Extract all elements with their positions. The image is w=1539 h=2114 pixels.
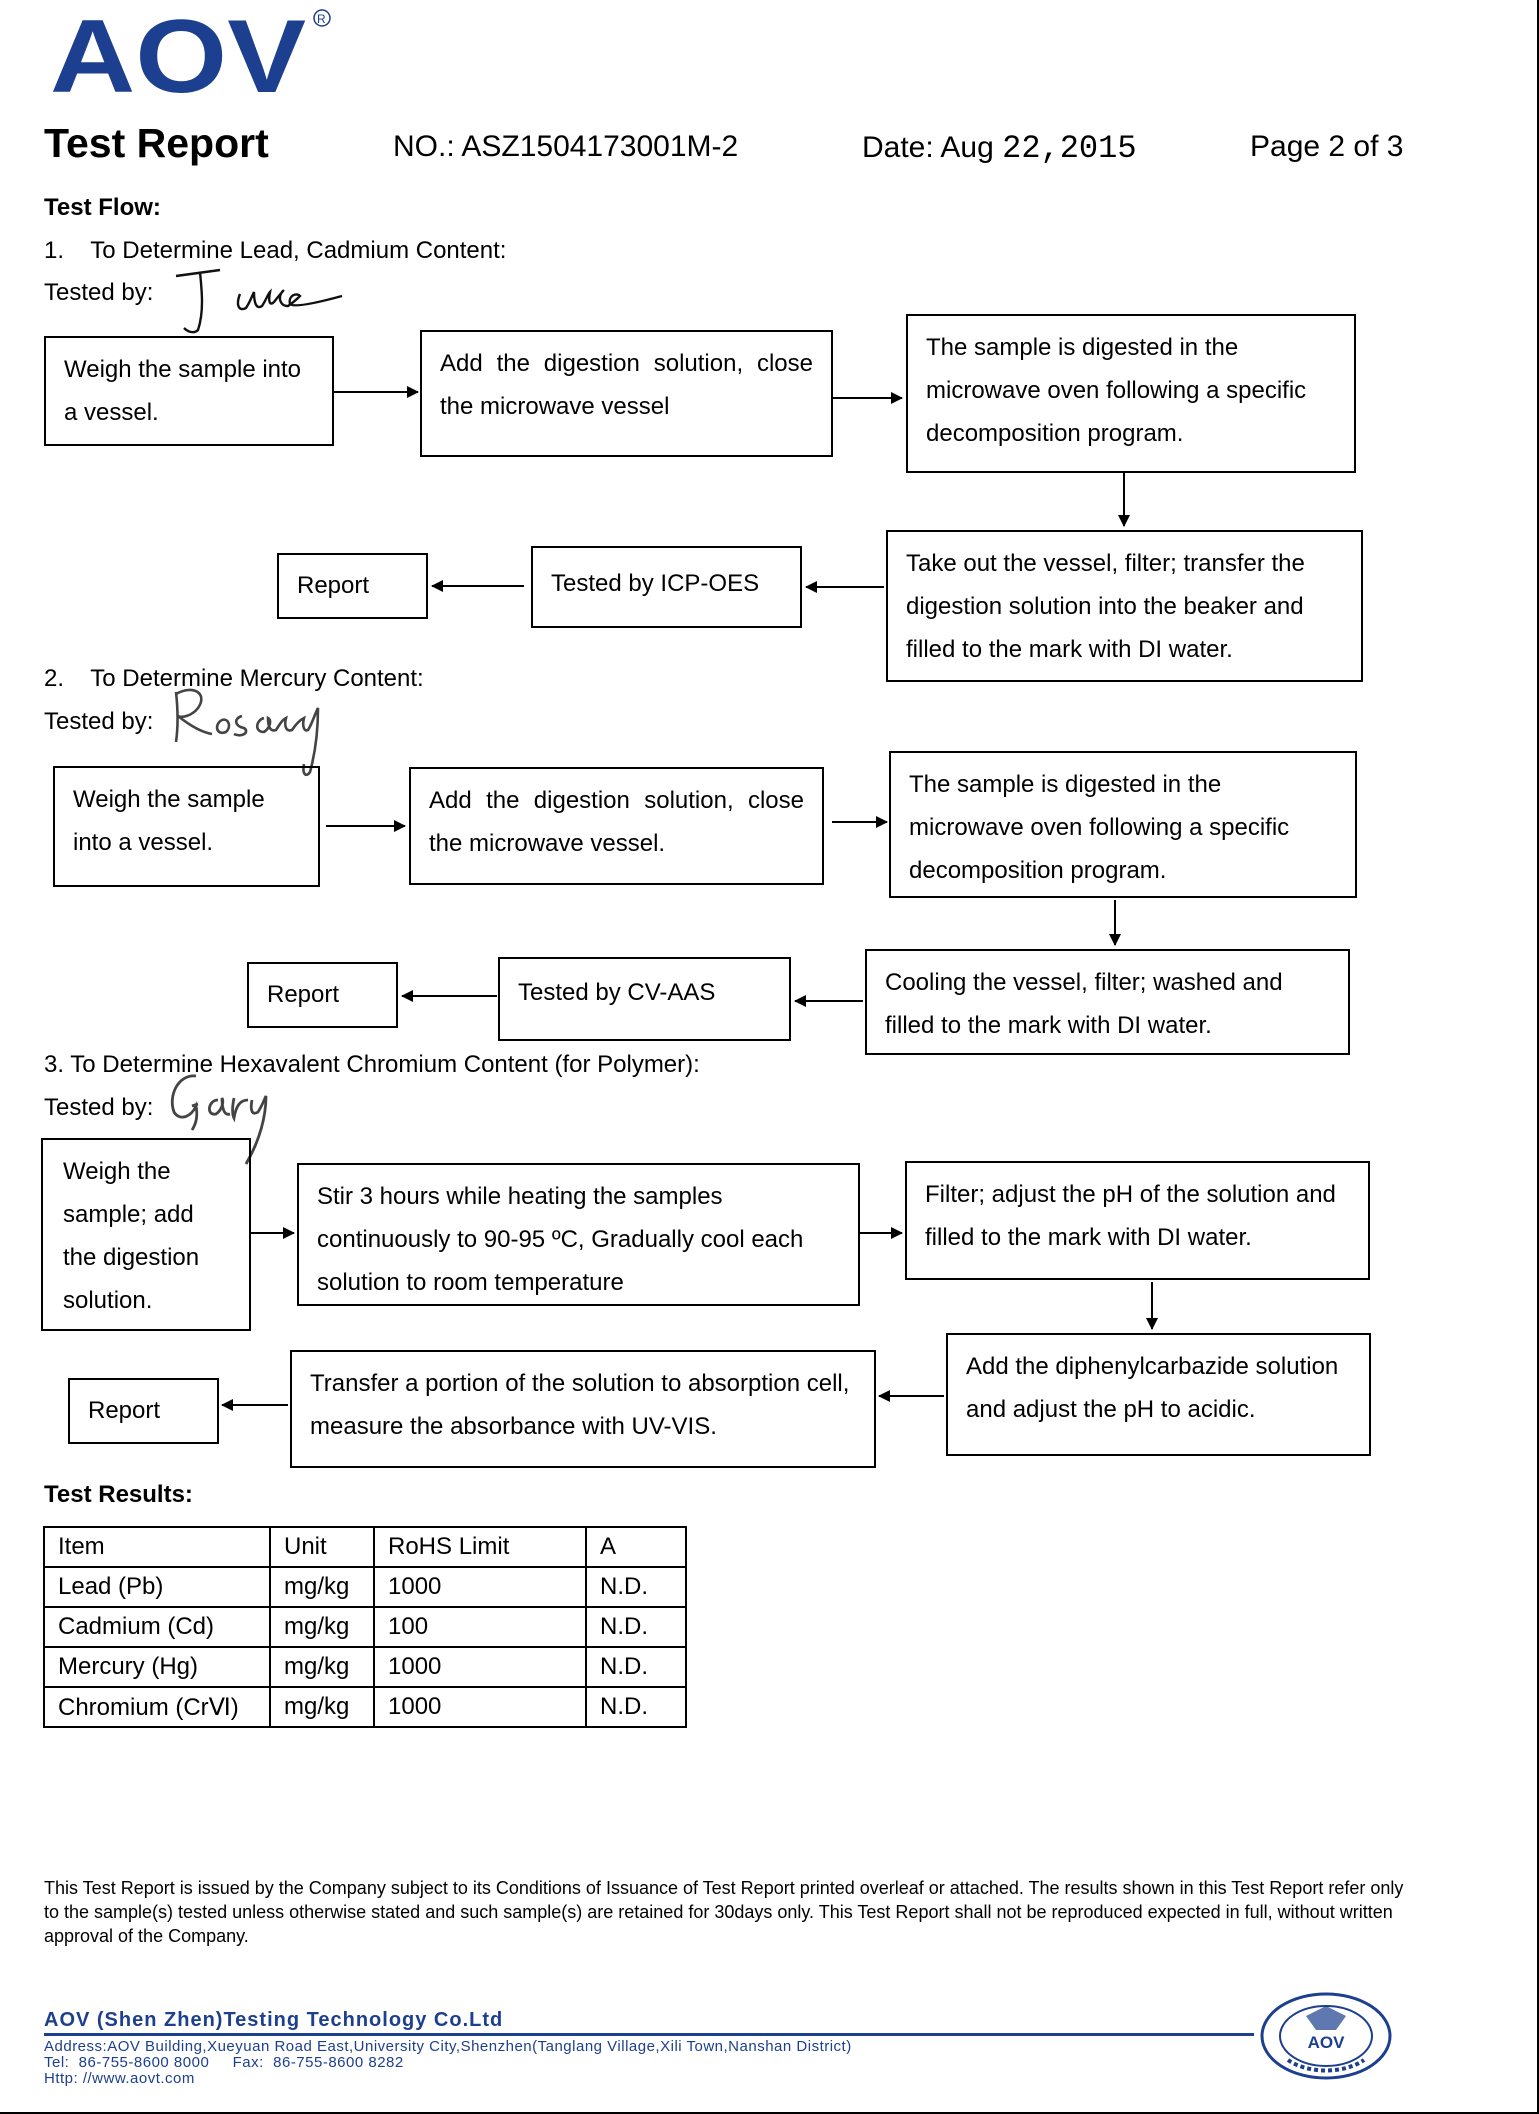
company-contact: Address:AOV Building,Xueyuan Road East,U… — [44, 2039, 852, 2087]
cell-item: Mercury (Hg) — [43, 1646, 271, 1688]
s2-step-add-digestion: Add the digestion solution, close the mi… — [409, 767, 824, 885]
cell-result: N.D. — [585, 1686, 687, 1728]
section-2-tested-by: Tested by: — [44, 708, 154, 735]
report-date: Date: Aug 22,2015 — [862, 130, 1137, 167]
cell-item: Cadmium (Cd) — [43, 1606, 271, 1648]
s1-step-weigh: Weigh the sample into a vessel. — [44, 336, 334, 446]
cell-unit: mg/kg — [269, 1566, 375, 1608]
section-3-tested-by: Tested by: — [44, 1094, 154, 1121]
col-a: A — [585, 1526, 687, 1568]
cell-unit: mg/kg — [269, 1686, 375, 1728]
company-phone: Tel: 86-755-8600 8000 Fax: 86-755-8600 8… — [44, 2054, 404, 2071]
signature-june — [170, 262, 350, 347]
section-2-heading: 2. To Determine Mercury Content: — [44, 665, 424, 692]
s3-step-transfer: Transfer a portion of the solution to ab… — [290, 1350, 876, 1468]
accreditation-seal: AOV — [1258, 1990, 1394, 2087]
col-item: Item — [43, 1526, 271, 1568]
s2-step-digest: The sample is digested in the microwave … — [889, 751, 1357, 898]
disclaimer-text: This Test Report is issued by the Compan… — [44, 1878, 1404, 1946]
table-row: Chromium (CrⅥ) mg/kg 1000 N.D. — [43, 1686, 687, 1728]
section-3-heading: 3. To Determine Hexavalent Chromium Cont… — [44, 1051, 700, 1078]
s2-step-cooling: Cooling the vessel, filter; washed and f… — [865, 949, 1350, 1055]
s1-step-digest: The sample is digested in the microwave … — [906, 314, 1356, 473]
cell-limit: 1000 — [373, 1566, 587, 1608]
cell-limit: 1000 — [373, 1646, 587, 1688]
test-flow-heading: Test Flow: — [44, 194, 161, 221]
signature-gary — [160, 1060, 280, 1175]
date-label: Date: Aug — [862, 131, 994, 164]
s1-step-take-out: Take out the vessel, filter; transfer th… — [886, 530, 1363, 682]
test-results-heading: Test Results: — [44, 1481, 193, 1508]
table-row: Cadmium (Cd) mg/kg 100 N.D. — [43, 1606, 687, 1648]
cell-unit: mg/kg — [269, 1606, 375, 1648]
s2-step-report: Report — [247, 962, 398, 1028]
section-1-heading: 1. To Determine Lead, Cadmium Content: — [44, 237, 507, 264]
cell-limit: 100 — [373, 1606, 587, 1648]
cell-item: Lead (Pb) — [43, 1566, 271, 1608]
cell-result: N.D. — [585, 1566, 687, 1608]
s3-step-report: Report — [68, 1378, 219, 1444]
aov-logo: AOV R — [50, 0, 340, 115]
table-row: Lead (Pb) mg/kg 1000 N.D. — [43, 1566, 687, 1608]
col-rohs-limit: RoHS Limit — [373, 1526, 587, 1568]
s2-step-weigh: Weigh the sample into a vessel. — [53, 766, 320, 887]
s3-step-stir: Stir 3 hours while heating the samples c… — [297, 1163, 860, 1306]
cell-result: N.D. — [585, 1606, 687, 1648]
signature-rosary — [168, 680, 348, 785]
seal-lettering: AOV — [1308, 2033, 1346, 2052]
s3-step-weigh: Weigh the sample; add the digestion solu… — [41, 1138, 251, 1331]
s3-step-diphenylcarbazide: Add the diphenylcarbazide solution and a… — [946, 1333, 1371, 1456]
logo-lettering: AOV — [50, 8, 306, 98]
col-unit: Unit — [269, 1526, 375, 1568]
company-name: AOV (Shen Zhen)Testing Technology Co.Ltd — [44, 2009, 504, 2031]
report-number: NO.: ASZ1504173001M-2 — [393, 130, 739, 163]
s1-step-report: Report — [277, 553, 428, 619]
results-table: Item Unit RoHS Limit A Lead (Pb) mg/kg 1… — [43, 1526, 687, 1728]
section-1-tested-by: Tested by: — [44, 279, 154, 306]
s1-step-icp-oes: Tested by ICP-OES — [531, 546, 802, 628]
cell-item: Chromium (CrⅥ) — [43, 1686, 271, 1728]
page-title: Test Report — [44, 120, 269, 166]
company-address: Address:AOV Building,Xueyuan Road East,U… — [44, 2038, 852, 2055]
table-row: Mercury (Hg) mg/kg 1000 N.D. — [43, 1646, 687, 1688]
page-number: Page 2 of 3 — [1250, 130, 1404, 163]
table-header-row: Item Unit RoHS Limit A — [43, 1526, 687, 1568]
cell-result: N.D. — [585, 1646, 687, 1688]
cell-limit: 1000 — [373, 1686, 587, 1728]
s2-step-cv-aas: Tested by CV-AAS — [498, 957, 791, 1041]
cell-unit: mg/kg — [269, 1646, 375, 1688]
s1-step-add-digestion: Add the digestion solution, close the mi… — [420, 330, 833, 457]
company-website: Http: //www.aovt.com — [44, 2070, 195, 2087]
footer-divider — [44, 2033, 1254, 2036]
s3-step-filter: Filter; adjust the pH of the solution an… — [905, 1161, 1370, 1280]
svg-text:R: R — [317, 12, 326, 26]
date-value: 22,2015 — [1002, 130, 1137, 167]
